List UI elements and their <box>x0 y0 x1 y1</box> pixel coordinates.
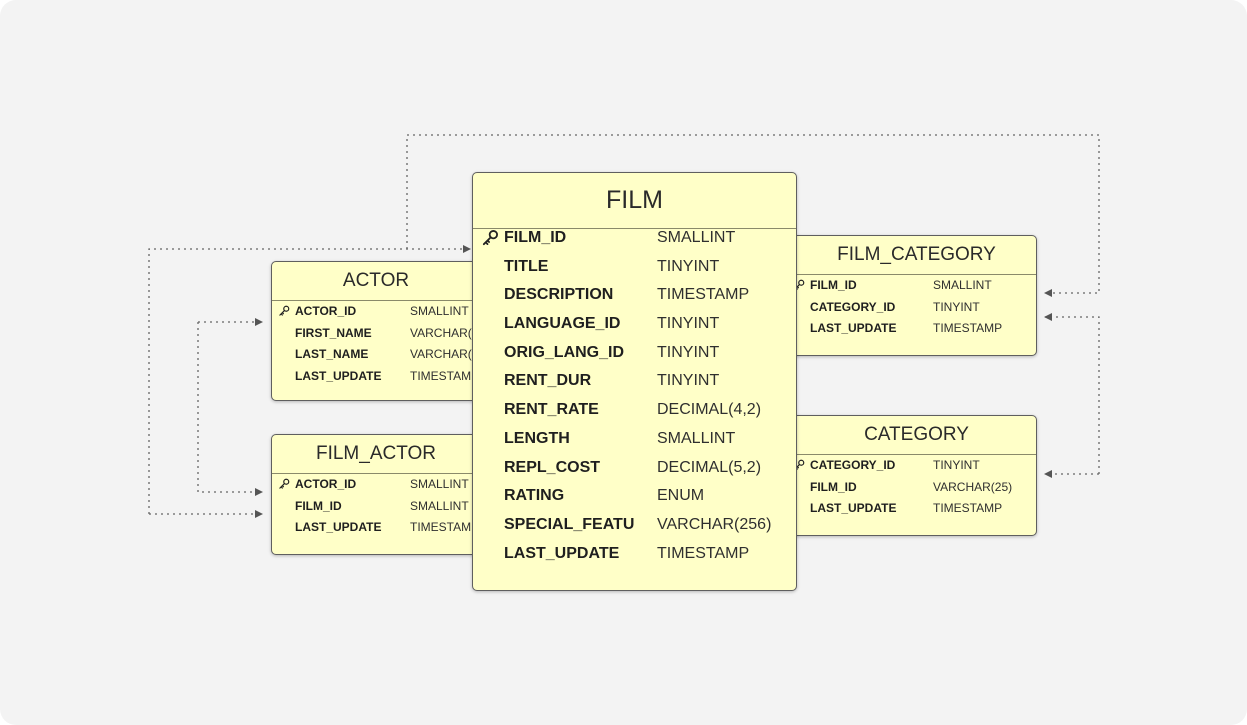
column-type: SMALLINT <box>933 278 992 292</box>
table-row[interactable]: LAST_UPDATE TIMESTAMP <box>473 539 796 568</box>
table-row[interactable]: LANGUAGE_ID TINYINT <box>473 310 796 339</box>
table-row[interactable]: CATEGORY_ID TINYINT <box>787 296 1036 318</box>
column-type: DECIMAL(5,2) <box>657 458 762 476</box>
table-row[interactable]: RATING ENUM <box>473 482 796 511</box>
column-name: LAST_UPDATE <box>295 368 382 383</box>
key-icon <box>278 305 290 317</box>
table-row[interactable]: ACTOR_ID SMALLINT <box>272 300 480 322</box>
column-name: FILM_ID <box>810 479 857 494</box>
table-row[interactable]: LAST_UPDATE TIMESTAMP <box>787 317 1036 339</box>
column-name: FIRST_NAME <box>295 325 372 340</box>
table-header: CATEGORY <box>787 416 1036 455</box>
column-name: CATEGORY_ID <box>810 299 896 314</box>
column-type: TIMESTAMP <box>410 520 480 534</box>
column-name: REPL_COST <box>504 458 601 476</box>
column-type: SMALLINT <box>657 228 736 246</box>
column-name: LAST_UPDATE <box>295 520 382 534</box>
column-name: FILM_ID <box>295 498 342 513</box>
table-category[interactable]: CATEGORY CATEGORY_ID TINYINT FILM_ID VARCHA… <box>786 415 1037 536</box>
column-type: TINYINT <box>657 257 720 275</box>
key-icon <box>481 229 499 247</box>
table-row[interactable]: RENT_DUR TINYINT <box>473 367 796 396</box>
column-name: ACTOR_ID <box>295 477 357 491</box>
column-type: ENUM <box>657 487 705 505</box>
column-name: FILM_ID <box>810 278 857 292</box>
column-type: TIMESTAMP <box>410 368 480 383</box>
table-row[interactable]: DESCRIPTION TIMESTAMP <box>473 281 796 310</box>
column-name: FILM_ID <box>504 228 567 246</box>
column-name: LENGTH <box>504 429 570 447</box>
table-header: FILM <box>473 173 796 229</box>
table-row[interactable]: LAST_UPDATE TIMESTAMP <box>787 497 1036 519</box>
column-name: SPECIAL_FEATU <box>504 515 635 533</box>
column-type: TIMESTAMP <box>657 286 750 304</box>
column-type: VARCHAR(256) <box>657 515 772 533</box>
table-row[interactable]: FILM_ID VARCHAR(25) <box>787 476 1036 498</box>
table-actor[interactable]: ACTOR ACTOR_ID SMALLINT FIRST_NAME VARCHAR(… <box>271 261 481 401</box>
table-row[interactable]: RENT_RATE DECIMAL(4,2) <box>473 396 796 425</box>
table-header: FILM_CATEGORY <box>787 236 1036 275</box>
column-name: ACTOR_ID <box>295 304 357 318</box>
column-type: SMALLINT <box>657 429 736 447</box>
column-type: VARCHAR(4 <box>410 325 479 340</box>
column-type: TINYINT <box>657 372 720 390</box>
table-row[interactable]: TITLE TINYINT <box>473 252 796 281</box>
table-row[interactable]: FIRST_NAME VARCHAR(4 <box>272 322 480 344</box>
column-name: CATEGORY_ID <box>810 458 896 472</box>
column-name: LAST_UPDATE <box>810 501 897 515</box>
column-name: RENT_DUR <box>504 372 592 390</box>
column-name: RENT_RATE <box>504 401 599 419</box>
column-type: VARCHAR(4 <box>410 347 479 361</box>
key-icon <box>278 478 290 490</box>
column-name: RATING <box>504 487 565 505</box>
column-name: LANGUAGE_ID <box>504 315 621 333</box>
column-type: TIMESTAMP <box>657 544 750 562</box>
column-name: LAST_NAME <box>295 347 369 361</box>
table-header: ACTOR <box>272 262 480 301</box>
column-type: TIMESTAMP <box>933 321 1003 335</box>
column-type: VARCHAR(25) <box>933 479 1013 494</box>
table-film-actor[interactable]: FILM_ACTOR ACTOR_ID SMALLINT FILM_ID SMALLI… <box>271 434 481 555</box>
column-type: TINYINT <box>933 299 980 314</box>
column-name: DESCRIPTION <box>504 286 614 304</box>
table-row[interactable]: LAST_UPDATE TIMESTAMP <box>272 516 480 538</box>
column-name: LAST_UPDATE <box>810 321 897 335</box>
column-type: SMALLINT <box>410 477 469 491</box>
column-type: TIMESTAMP <box>933 501 1003 515</box>
table-row[interactable]: FILM_ID SMALLINT <box>272 495 480 517</box>
table-film-category[interactable]: FILM_CATEGORY FILM_ID SMALLINT CATEGORY_ID… <box>786 235 1037 356</box>
column-name: LAST_UPDATE <box>504 544 620 562</box>
table-row[interactable]: CATEGORY_ID TINYINT <box>787 454 1036 476</box>
table-row[interactable]: LAST_UPDATE TIMESTAMP <box>272 365 480 387</box>
table-row[interactable]: LAST_NAME VARCHAR(4 <box>272 343 480 365</box>
table-row[interactable]: LENGTH SMALLINT <box>473 425 796 454</box>
column-type: DECIMAL(4,2) <box>657 401 762 419</box>
table-row[interactable]: REPL_COST DECIMAL(5,2) <box>473 453 796 482</box>
column-type: SMALLINT <box>410 304 469 318</box>
table-film[interactable]: FILM FILM_ID SMALLINT TITLE TINYINT DESCRIPT… <box>472 172 797 591</box>
table-row[interactable]: ACTOR_ID SMALLINT <box>272 473 480 495</box>
table-row[interactable]: FILM_ID SMALLINT <box>473 224 796 253</box>
table-row[interactable]: ORIG_LANG_ID TINYINT <box>473 338 796 367</box>
column-type: SMALLINT <box>410 498 469 513</box>
table-header: FILM_ACTOR <box>272 435 480 474</box>
table-row[interactable]: FILM_ID SMALLINT <box>787 274 1036 296</box>
column-type: TINYINT <box>657 315 720 333</box>
column-name: TITLE <box>504 257 549 275</box>
column-name: ORIG_LANG_ID <box>504 343 625 361</box>
column-type: TINYINT <box>933 458 980 472</box>
column-type: TINYINT <box>657 343 720 361</box>
table-row[interactable]: SPECIAL_FEATU VARCHAR(256) <box>473 511 796 540</box>
